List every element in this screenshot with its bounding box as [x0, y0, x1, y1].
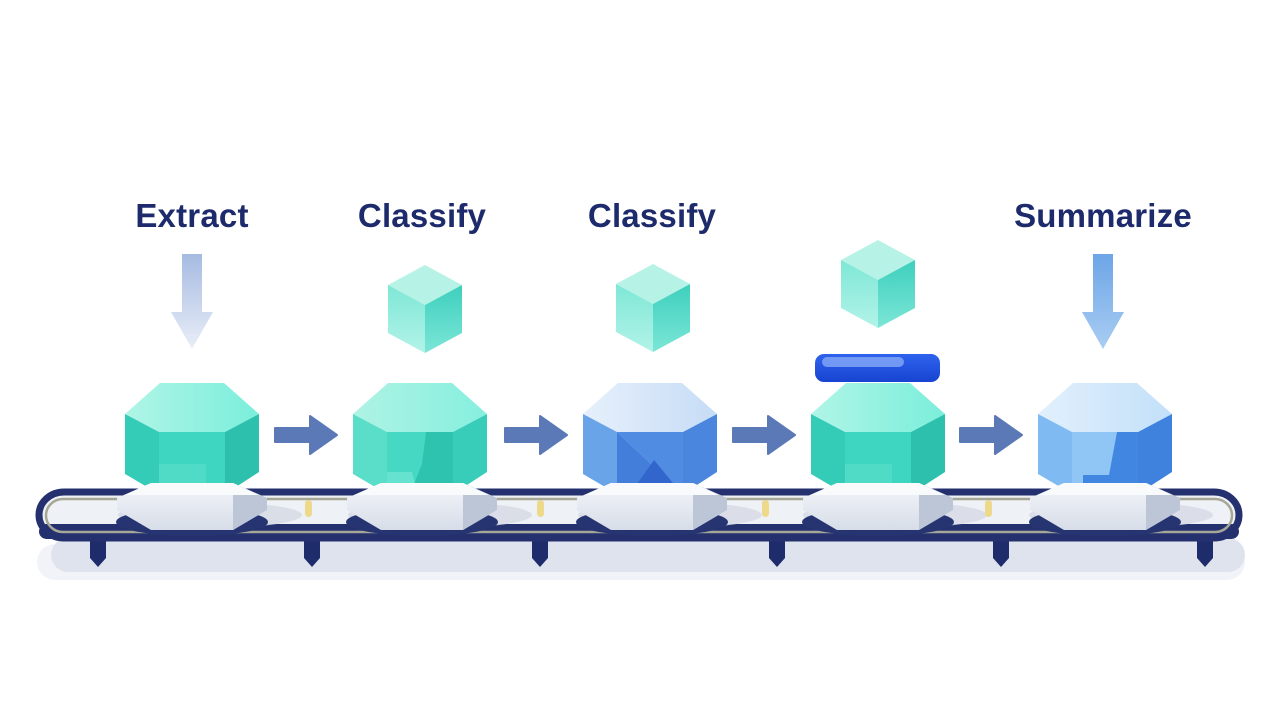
scan-bar-icon	[815, 354, 940, 382]
flow-arrow-icon	[274, 415, 338, 455]
pedestal	[1029, 483, 1181, 536]
flow-arrow-icon	[959, 415, 1023, 455]
belt-tick	[537, 500, 544, 517]
station-label-extract: Extract	[135, 197, 249, 234]
down-arrow-icon	[171, 254, 213, 349]
pedestal	[116, 483, 268, 536]
flow-arrow-icon	[504, 415, 568, 455]
station-label-classify-1: Classify	[357, 197, 487, 234]
floor-shadow	[51, 538, 1245, 572]
pedestal	[346, 483, 498, 536]
station-label-classify-2: Classify	[587, 197, 717, 234]
down-arrow-icon	[1082, 254, 1124, 349]
light-blue-gem	[1038, 383, 1172, 494]
belt-ticks	[305, 500, 992, 517]
belt-tick	[305, 500, 312, 517]
station-label-summarize: Summarize	[1014, 197, 1192, 234]
cube-icon	[841, 240, 915, 328]
belt-tick	[762, 500, 769, 517]
pedestal	[576, 483, 728, 536]
flow-arrow-icon	[732, 415, 796, 455]
cube-icon	[388, 265, 462, 353]
belt-tick	[985, 500, 992, 517]
pedestal	[802, 483, 954, 536]
cube-icon	[616, 264, 690, 352]
